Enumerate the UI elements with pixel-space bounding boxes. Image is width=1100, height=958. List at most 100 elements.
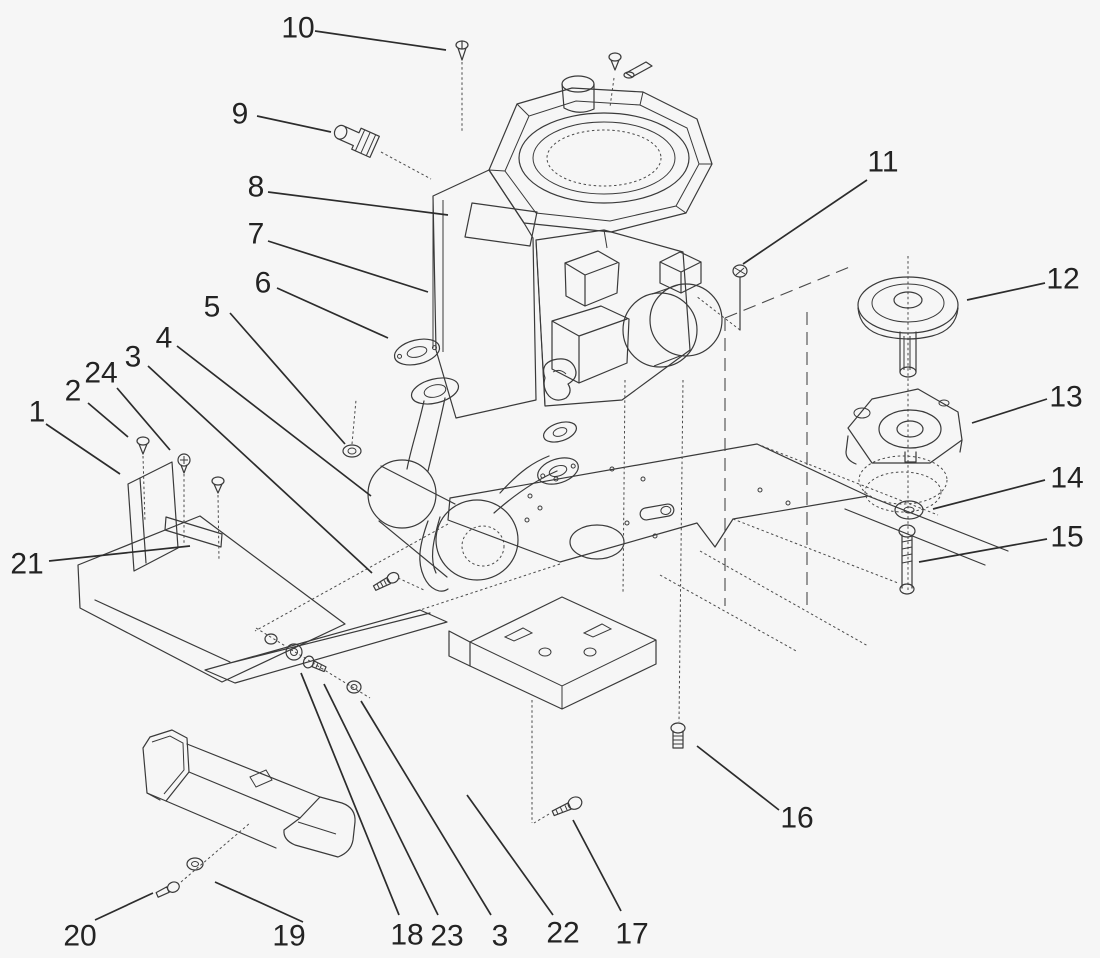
frame-rail-hidden [659, 443, 939, 653]
callout-leader-21 [48, 545, 191, 562]
pulley-12 [857, 276, 959, 378]
air-cleaner-ring-outer [518, 112, 690, 204]
exhaust-gasket-mid [542, 421, 578, 443]
callout-label-16-17: 16 [780, 802, 813, 835]
callout-leader-18 [300, 672, 400, 916]
callout-leader-10 [314, 30, 447, 51]
block-edge-lines [432, 196, 444, 352]
bolt-11 [732, 264, 748, 331]
exhaust-pipe-front [406, 397, 446, 472]
washer-18a [264, 633, 278, 645]
engine-assembly [432, 75, 723, 419]
bolt-15 [898, 524, 916, 595]
shield-bracket-21 [164, 516, 223, 548]
callout-leader-5 [229, 312, 346, 445]
front-seams [535, 229, 608, 407]
callout-leader-12 [966, 282, 1046, 301]
callout-leader-1 [45, 423, 121, 475]
callout-label-4-6: 4 [156, 322, 173, 355]
washer-14 [894, 500, 924, 520]
screw-24 [177, 453, 191, 474]
oil-fill-cap [561, 75, 595, 113]
callout-label-7-3: 7 [248, 218, 265, 251]
callout-label-12-13: 12 [1046, 263, 1079, 296]
air-cleaner-cover-inner [504, 100, 700, 222]
nut-18 [285, 643, 303, 661]
callout-leader-16 [696, 745, 780, 811]
spark-plug [333, 124, 380, 158]
callout-label-13-14: 13 [1049, 381, 1082, 414]
carburetor-box [564, 250, 620, 307]
callout-label-11-12: 11 [867, 146, 898, 179]
top-fasteners [455, 40, 653, 131]
callout-leader-9 [256, 115, 332, 133]
frame-slot [639, 503, 675, 521]
frame [254, 443, 1009, 653]
air-cleaner-cover [488, 87, 713, 233]
callout-label-3-22: 3 [492, 920, 509, 953]
engine-front-face [535, 229, 691, 407]
callout-leader-2 [87, 402, 129, 438]
callout-label-8-2: 8 [248, 171, 265, 204]
heat-shield-group [77, 436, 448, 684]
callout-label-22-23: 22 [546, 917, 579, 950]
nut-5-path [351, 399, 357, 445]
starter-motor [622, 283, 723, 368]
washer-20 [186, 857, 204, 871]
exhaust-gasket-upper [393, 338, 441, 366]
callout-leader-11 [742, 179, 868, 265]
shield-fastener-chain [255, 627, 371, 699]
bumper-end-cap [283, 796, 356, 858]
screw-17 [551, 796, 583, 817]
air-cleaner-ring-inner [546, 129, 662, 187]
engine-mount-tab [659, 251, 702, 294]
screw-16 [670, 722, 686, 749]
clutch-stack [724, 256, 963, 606]
frame-plate [447, 443, 869, 563]
engine-decal [464, 202, 538, 247]
callout-leader-6 [276, 287, 389, 339]
flange-nut-5 [342, 444, 362, 458]
callout-label-23-21: 23 [430, 920, 463, 953]
callout-label-3-7: 3 [125, 341, 142, 374]
screw-16-path [678, 379, 684, 723]
heat-shield-plate-1 [127, 461, 179, 572]
clutch-13 [845, 388, 963, 513]
screw-20-path [180, 822, 251, 883]
muffler-body [367, 459, 519, 581]
bumper-group [142, 729, 356, 898]
engine-heat-box [551, 305, 630, 384]
callout-leader-20 [94, 892, 154, 921]
screw-pin-path [609, 77, 615, 108]
frame-rail-left-hidden [254, 523, 561, 632]
screw-20 [155, 881, 180, 898]
engine-mount-bracket [448, 379, 684, 823]
callout-leader-14 [932, 479, 1046, 510]
callout-label-20-18: 20 [63, 920, 96, 953]
callout-label-6-4: 6 [255, 267, 272, 300]
screw-23 [302, 655, 327, 673]
callout-label-18-20: 18 [390, 919, 423, 952]
screw-17-path2 [533, 813, 550, 824]
callout-leader-17 [572, 819, 622, 912]
callout-label-10-0: 10 [281, 12, 314, 45]
frame-rail-right [844, 495, 1009, 566]
engine-block-left-face [432, 169, 537, 419]
callout-label-21-11: 21 [10, 548, 43, 581]
callout-leader-13 [971, 398, 1048, 424]
air-cleaner-ring-mid [532, 121, 676, 195]
muffler-group [342, 338, 579, 592]
cover-webs [488, 91, 712, 214]
spark-plug-path [380, 151, 432, 180]
exhaust-pipe-rear [493, 455, 558, 514]
bumper-19 [142, 729, 190, 802]
callout-label-5-5: 5 [204, 291, 221, 324]
callout-leader-3 [147, 365, 373, 574]
callout-label-14-15: 14 [1050, 462, 1083, 495]
callout-label-2-9: 2 [65, 375, 82, 408]
screw-3-muffler [372, 571, 400, 591]
callout-leader-15 [918, 538, 1048, 563]
bracket-slots [503, 623, 613, 657]
